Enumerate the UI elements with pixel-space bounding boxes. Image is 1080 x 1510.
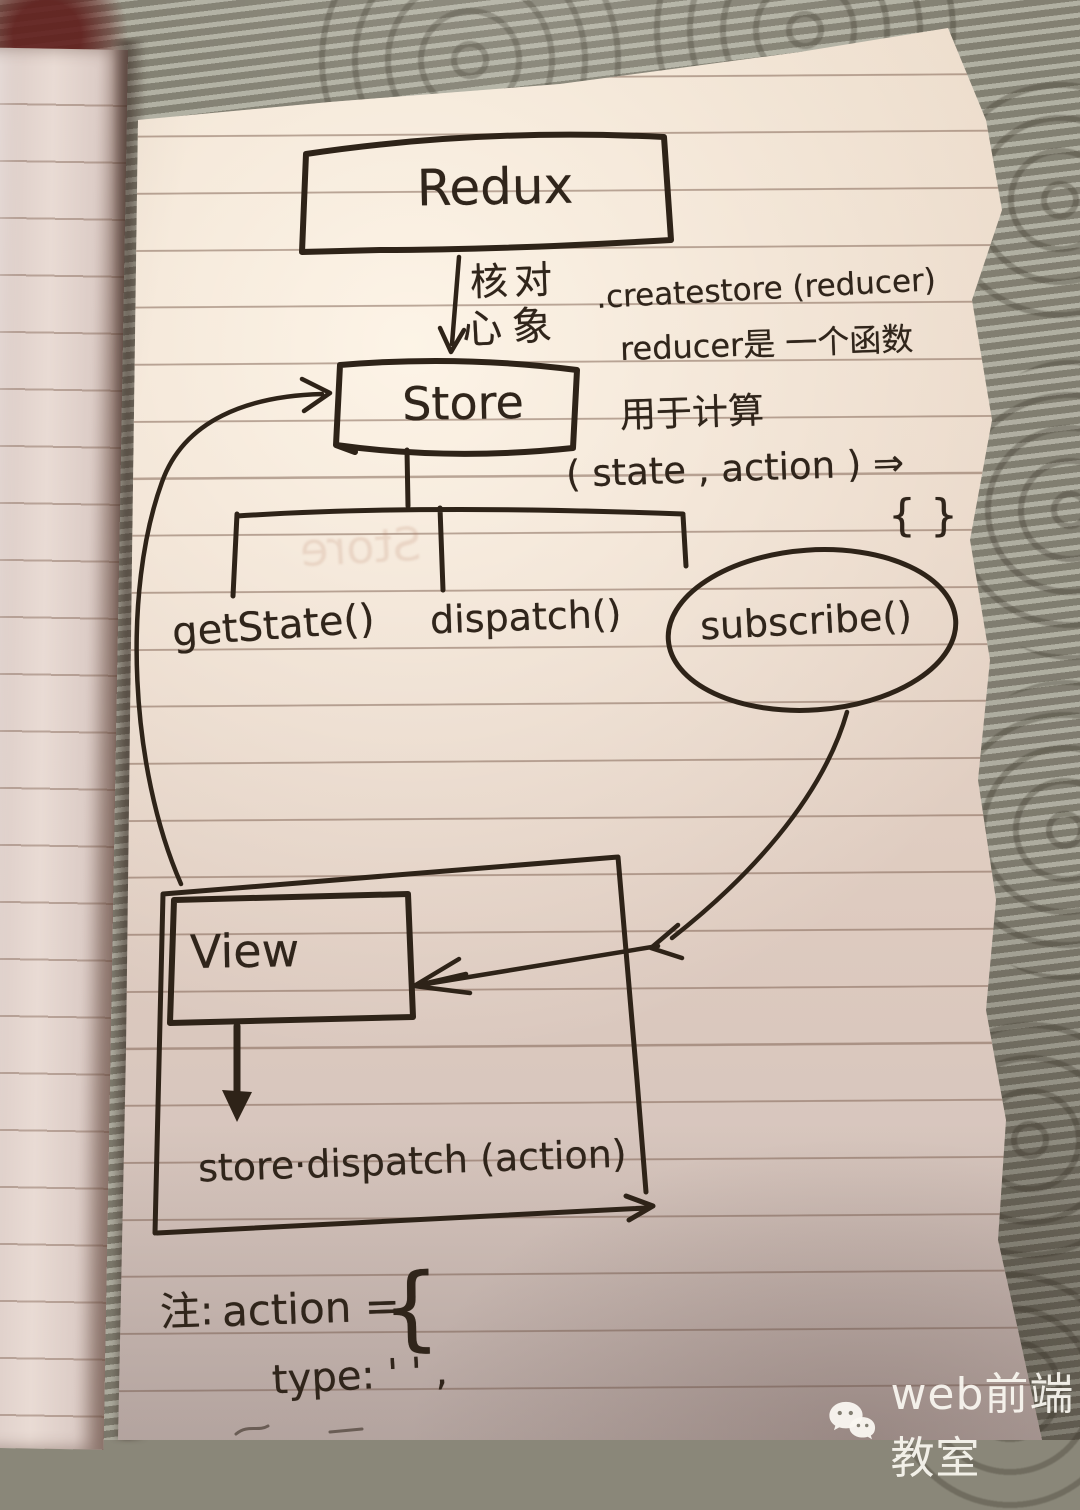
arrow-into-view	[411, 943, 661, 996]
subscribe-label: subscribe()	[698, 593, 914, 649]
store-branch-connector	[230, 447, 689, 599]
note-returns: { }	[888, 490, 958, 541]
note-used-for: 用于计算	[619, 390, 765, 437]
note-signature: ( state , action ) ⇒	[565, 441, 905, 496]
view-label: View	[189, 923, 300, 979]
partial-bottom-stroke	[234, 1424, 364, 1436]
ghost-bleed-text: Store	[298, 516, 423, 578]
note-createstore: .createstore (reducer)	[595, 262, 937, 316]
redux-to-store-arrow	[437, 254, 467, 355]
page-shading	[118, 28, 1042, 1440]
dispatch-call-label: store·dispatch (action)	[197, 1131, 628, 1191]
view-to-store-curve	[134, 376, 333, 887]
watermark: web前端教室	[828, 1358, 1080, 1486]
view-down-arrowhead	[222, 1090, 252, 1122]
watermark-label: web前端教室	[890, 1369, 1075, 1484]
footnote-brace: {	[381, 1253, 442, 1362]
ink-text-layer: Redux 核对 心象 .createstore (reducer) reduc…	[159, 156, 958, 1404]
arrow-annotation-line1: 核对	[469, 257, 559, 305]
store-box-outline	[333, 358, 580, 457]
diagram-strokes	[134, 131, 959, 1436]
wechat-icon	[829, 1401, 876, 1440]
note-reducer-desc: reducer是 一个函数	[619, 319, 914, 369]
view-box-outline	[167, 891, 416, 1026]
store-label: Store	[401, 374, 525, 432]
footnote-action: action =	[221, 1280, 401, 1337]
redux-box-outline	[299, 131, 674, 255]
dispatch-label: dispatch()	[429, 591, 623, 643]
subscribe-ellipse	[665, 547, 959, 713]
outer-flow-rectangle	[152, 854, 656, 1236]
redux-label: Redux	[416, 156, 574, 218]
notebook-page	[118, 28, 1042, 1440]
footnote-prefix: 注:	[159, 1288, 215, 1336]
arrow-annotation-line2: 心象	[460, 302, 564, 354]
getstate-label: getState()	[170, 595, 377, 657]
footnote-type-line: type: ' ' ,	[270, 1348, 449, 1404]
